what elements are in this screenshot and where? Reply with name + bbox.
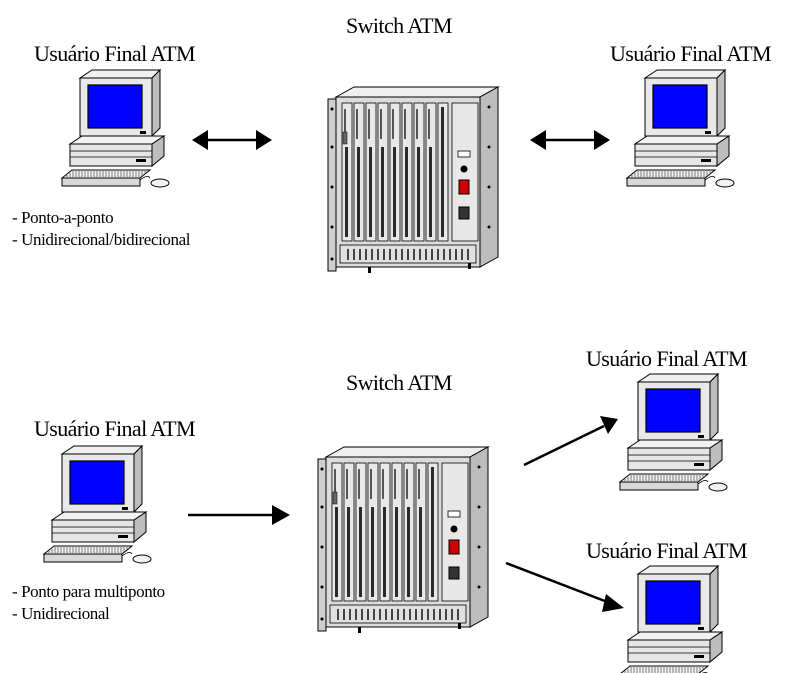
bottom-left-user-label: Usuário Final ATM: [34, 416, 196, 441]
bottom-lower-arrow-icon: [505, 561, 624, 612]
bottom-upper-arrow-icon: [523, 416, 618, 467]
top-switch-icon: [327, 86, 499, 274]
bottom-right-top-user-label: Usuário Final ATM: [586, 346, 748, 371]
top-left-user-label: Usuário Final ATM: [34, 41, 196, 66]
top-switch-label: Switch ATM: [346, 13, 452, 38]
top-right-computer-icon: [626, 69, 735, 188]
bottom-switch-label: Switch ATM: [346, 370, 452, 395]
top-right-double-arrow-icon: [530, 130, 610, 150]
top-note-2: - Unidirecional/bidirecional: [12, 230, 191, 250]
top-left-computer-icon: [61, 69, 170, 188]
bottom-note-2: - Unidirecional: [12, 604, 110, 624]
bottom-switch-icon: [317, 446, 489, 634]
top-notes: - Ponto-a-ponto - Unidirecional/bidireci…: [12, 207, 190, 252]
bottom-left-computer-icon: [43, 445, 152, 564]
top-right-user-label: Usuário Final ATM: [610, 41, 772, 66]
bottom-note-1: - Ponto para multiponto: [12, 582, 165, 601]
top-note-1: - Ponto-a-ponto: [12, 208, 114, 227]
bottom-right-top-computer-icon: [619, 373, 728, 492]
bottom-left-arrow-icon: [188, 505, 290, 525]
top-left-double-arrow-icon: [192, 130, 272, 150]
bottom-right-bottom-computer-icon: [619, 565, 728, 673]
bottom-notes: - Ponto para multiponto - Unidirecional: [12, 581, 165, 626]
bottom-right-bottom-user-label: Usuário Final ATM: [586, 538, 748, 563]
